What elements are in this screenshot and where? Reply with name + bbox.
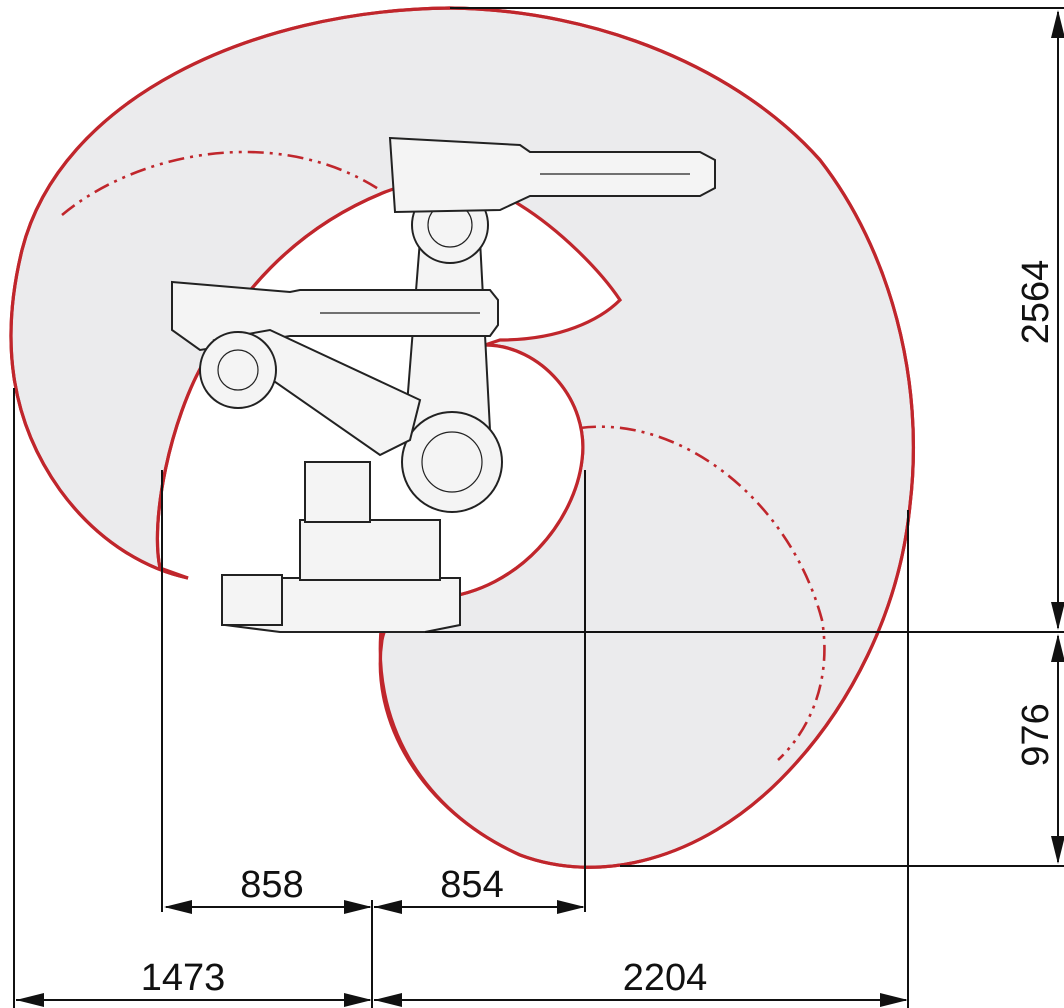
dimension-lines [13, 7, 1064, 1008]
dim-label-2564: 2564 [1015, 260, 1057, 345]
dim-858-arrow-right [344, 900, 372, 914]
envelope-inner-arc-2 [439, 343, 585, 600]
robot-wrist-joint-inner [217, 349, 259, 391]
robot-base-motor [221, 574, 283, 626]
dim-854-arrow-left [374, 900, 402, 914]
robot-lower-joint-inner [421, 431, 483, 493]
envelope-limit-upper-dashdot [61, 150, 381, 216]
dim-1473-arrow-left [16, 993, 44, 1007]
robot-arm-drawing [171, 136, 716, 633]
envelope-lower-arc [378, 6, 916, 869]
robot-upper-arm-top [388, 136, 716, 214]
envelope-limit-lower-dashdot [579, 425, 826, 761]
dim-label-854: 854 [440, 864, 503, 906]
robot-base-plinth [299, 519, 441, 581]
dim-label-976: 976 [1015, 703, 1057, 766]
dim-label-1473: 1473 [141, 957, 226, 999]
robot-lower-joint [401, 411, 503, 513]
dimension-labels: 858 854 1473 2204 2564 976 [141, 260, 1057, 999]
dim-2204-arrow-left [374, 993, 402, 1007]
dim-1473-arrow-right [344, 993, 372, 1007]
dim-2564-arrow-top [1051, 10, 1064, 38]
dim-976-arrow-top [1051, 634, 1064, 662]
dim-2564-arrow-bottom [1051, 602, 1064, 630]
robot-base-cabinet [304, 461, 371, 523]
dim-label-858: 858 [240, 864, 303, 906]
dim-858-arrow-left [164, 900, 192, 914]
dim-976-arrow-bottom [1051, 836, 1064, 864]
robot-wrist-joint [199, 331, 277, 409]
dim-label-2204: 2204 [623, 957, 708, 999]
dim-2204-arrow-right [880, 993, 908, 1007]
dim-854-arrow-right [557, 900, 585, 914]
envelope-outline [9, 6, 451, 580]
